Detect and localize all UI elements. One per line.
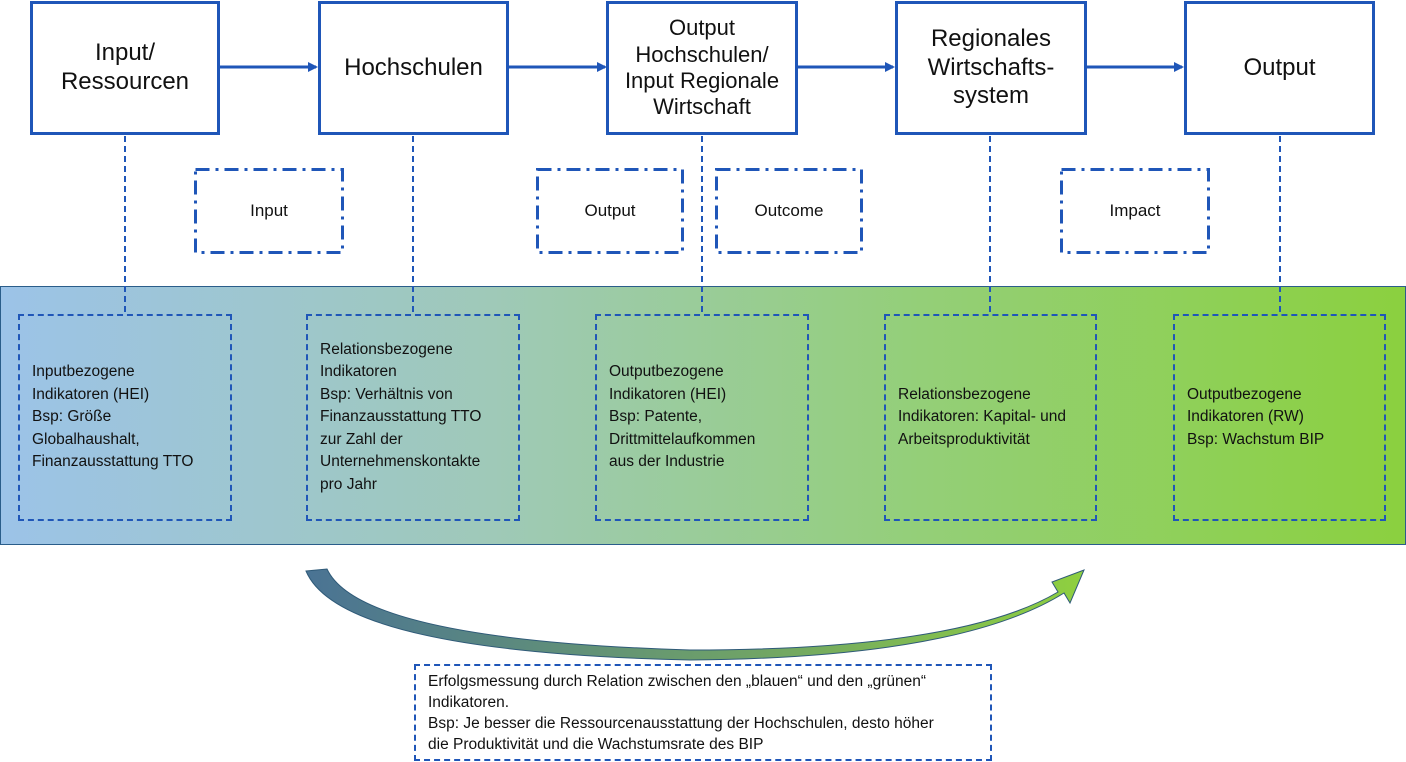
indicator-box-output-rw: Outputbezogene Indikatoren (RW) Bsp: Wac…	[1173, 314, 1386, 521]
stage-input: Input	[194, 168, 344, 254]
stage-outcome-label: Outcome	[754, 201, 824, 220]
relation-curved-arrow	[305, 568, 1085, 661]
indicator-box-relation-hei: Relationsbezogene Indikatoren Bsp: Verhä…	[306, 314, 520, 521]
indicator-box-input: Inputbezogene Indikatoren (HEI) Bsp: Grö…	[18, 314, 232, 521]
stage-outcome: Outcome	[715, 168, 863, 254]
flow-box-hochschulen: Hochschulen	[318, 1, 509, 135]
relation-note: Erfolgsmessung durch Relation zwischen d…	[414, 664, 992, 761]
indicator-band	[0, 286, 1406, 545]
stage-input-label: Input	[250, 201, 288, 220]
flow-box-output: Output	[1184, 1, 1375, 135]
stage-impact: Impact	[1060, 168, 1210, 254]
flow-box-regionales-wirtschaftssystem: Regionales Wirtschafts- system	[895, 1, 1087, 135]
flow-box-output-hochschulen: Output Hochschulen/ Input Regionale Wirt…	[606, 1, 798, 135]
stage-impact-label: Impact	[1109, 201, 1161, 220]
stage-output-label: Output	[584, 201, 636, 220]
indicator-box-output-hei: Outputbezogene Indikatoren (HEI) Bsp: Pa…	[595, 314, 809, 521]
stage-output: Output	[536, 168, 684, 254]
flow-box-input-ressourcen: Input/ Ressourcen	[30, 1, 220, 135]
indicator-box-relation-rw: Relationsbezogene Indikatoren: Kapital- …	[884, 314, 1097, 521]
